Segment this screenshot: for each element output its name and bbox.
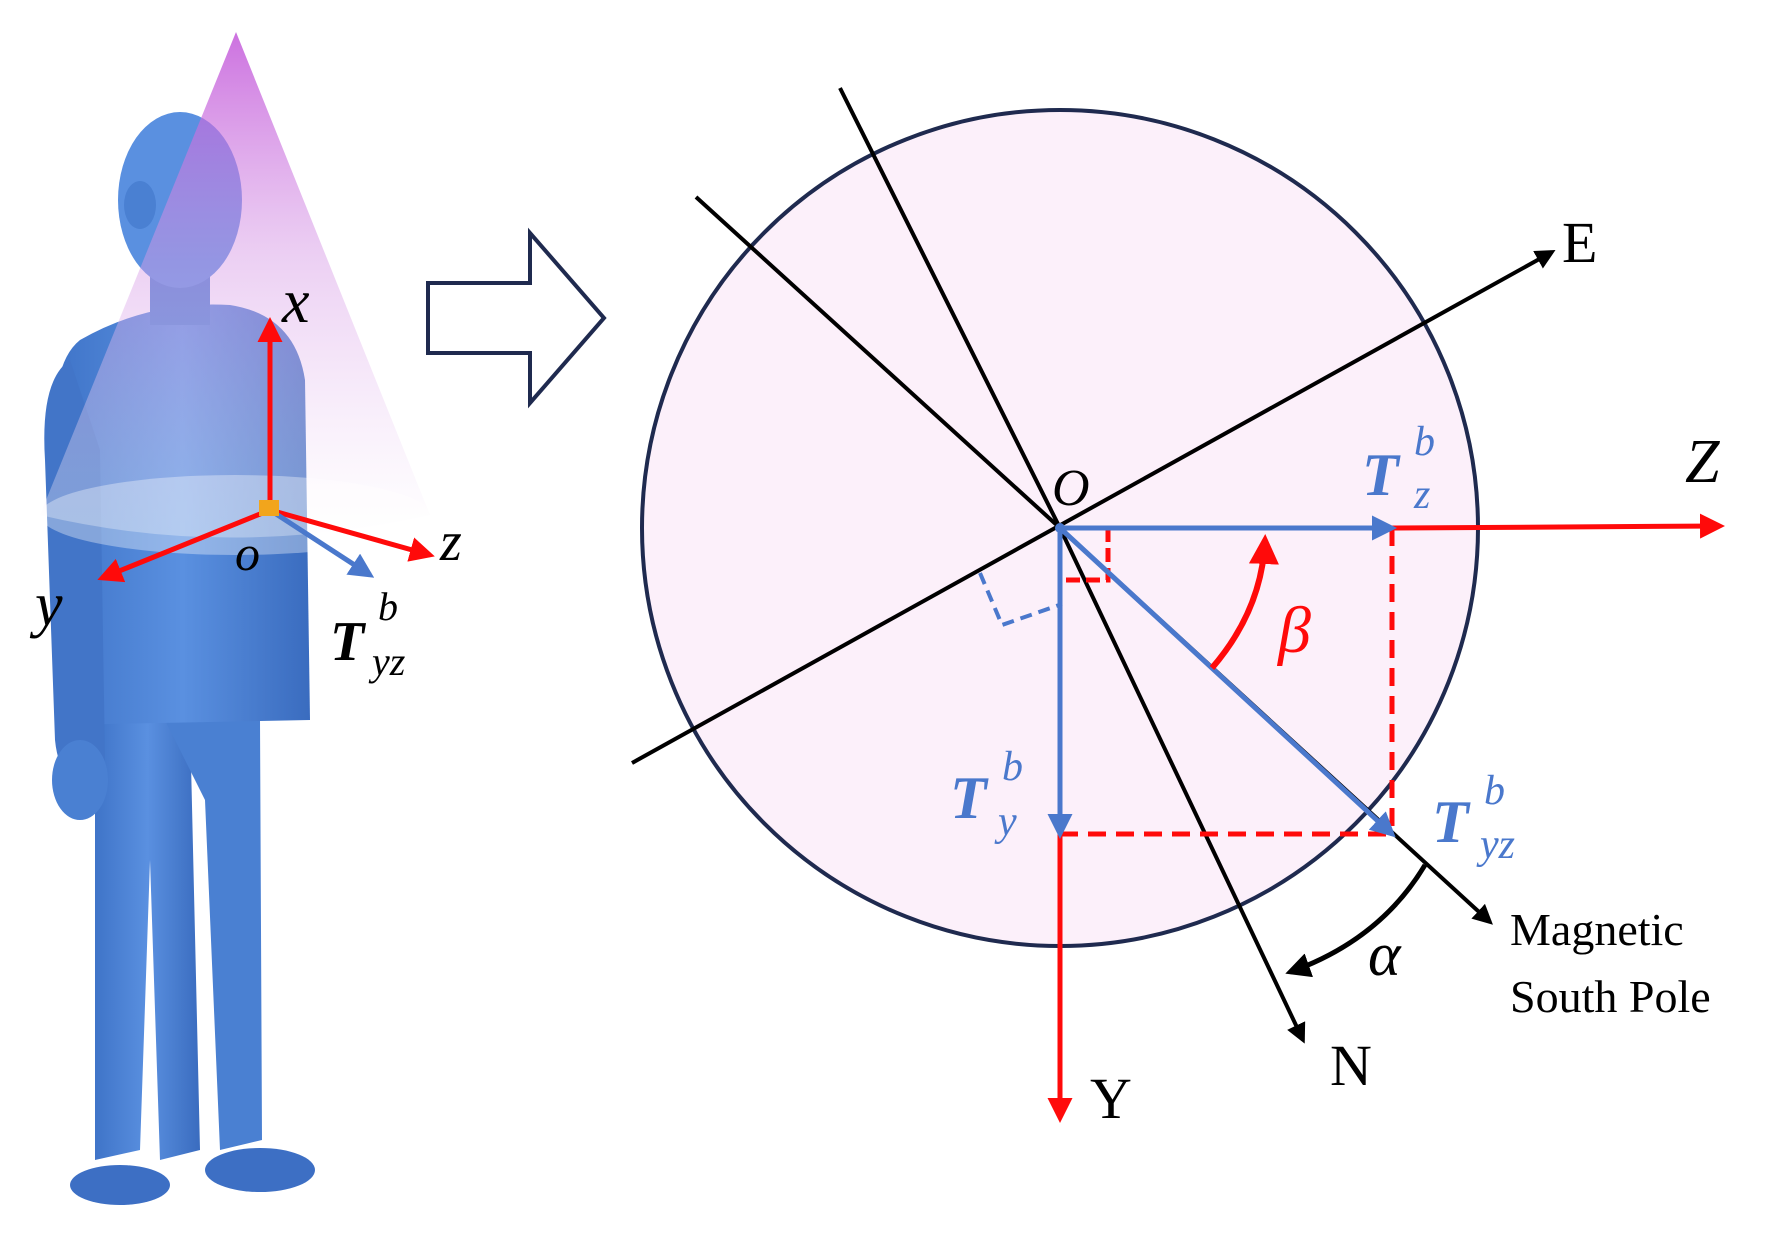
- beta-arc: [1209, 534, 1279, 670]
- left-axis-y-label: y: [29, 571, 63, 639]
- tz-base: T: [1362, 442, 1401, 508]
- right-angle-marker-blue: [978, 572, 1063, 628]
- origin-marker-icon: [259, 500, 279, 516]
- line-nw-se-upper: [694, 195, 1062, 530]
- figure-hand: [52, 740, 108, 820]
- beta-label: β: [1276, 594, 1311, 667]
- alpha-label: α: [1368, 921, 1402, 989]
- vector-tz-label: T b z: [1362, 419, 1435, 518]
- tyz-base: T: [1432, 789, 1471, 855]
- left-tyz-sup: b: [378, 584, 398, 629]
- figure-right-leg: [165, 720, 262, 1150]
- left-vector-tyz-label: T b yz: [330, 584, 406, 684]
- figure-legs: [95, 720, 200, 1160]
- tyz-sub: yz: [1476, 822, 1515, 868]
- circle-diagram: [631, 87, 1725, 1123]
- vector-ty-label: T b y: [950, 744, 1023, 845]
- right-angle-marker-red: [1060, 528, 1111, 583]
- axis-Z-line: [1391, 513, 1725, 539]
- tz-sub: z: [1413, 472, 1430, 518]
- tyz-sup: b: [1484, 768, 1505, 814]
- left-axes: [97, 317, 435, 583]
- line-east-west: [631, 250, 1556, 765]
- figure-left-shoe: [70, 1165, 170, 1205]
- ty-base: T: [950, 765, 989, 831]
- east-label: E: [1562, 210, 1597, 275]
- tz-sup: b: [1414, 419, 1435, 465]
- axis-Y-label: Y: [1090, 1066, 1132, 1131]
- ty-sub: y: [994, 799, 1017, 845]
- left-tyz-base: T: [330, 611, 367, 673]
- line-steep: [838, 87, 1062, 529]
- magnetic-label-line2: South Pole: [1510, 971, 1711, 1022]
- left-origin-label: o: [235, 525, 260, 581]
- origin-point: [1055, 523, 1065, 533]
- figure-ear: [124, 181, 156, 229]
- vector-tyz-label: T b yz: [1432, 768, 1515, 868]
- left-vector-tyz-line: [268, 507, 375, 578]
- left-tyz-sub: yz: [368, 639, 406, 684]
- left-axis-z-label: z: [439, 511, 462, 573]
- hollow-right-arrow-icon: [426, 227, 607, 409]
- figure-right-shoe: [205, 1148, 315, 1192]
- alpha-arc: [1285, 863, 1428, 978]
- magnetic-label-line1: Magnetic: [1510, 904, 1684, 955]
- line-north: [1058, 527, 1306, 1044]
- north-label: N: [1330, 1033, 1372, 1098]
- vector-tyz-line: [1058, 526, 1396, 838]
- sensor-cone: [40, 32, 430, 538]
- sensor-cone-base: [40, 475, 430, 555]
- axis-Z-label: Z: [1685, 428, 1720, 496]
- left-axis-x-label: x: [281, 268, 310, 336]
- ty-sup: b: [1002, 744, 1023, 790]
- left-axis-y-line: [97, 507, 271, 583]
- origin-O-label: O: [1052, 460, 1090, 517]
- left-axis-z-line: [269, 507, 435, 562]
